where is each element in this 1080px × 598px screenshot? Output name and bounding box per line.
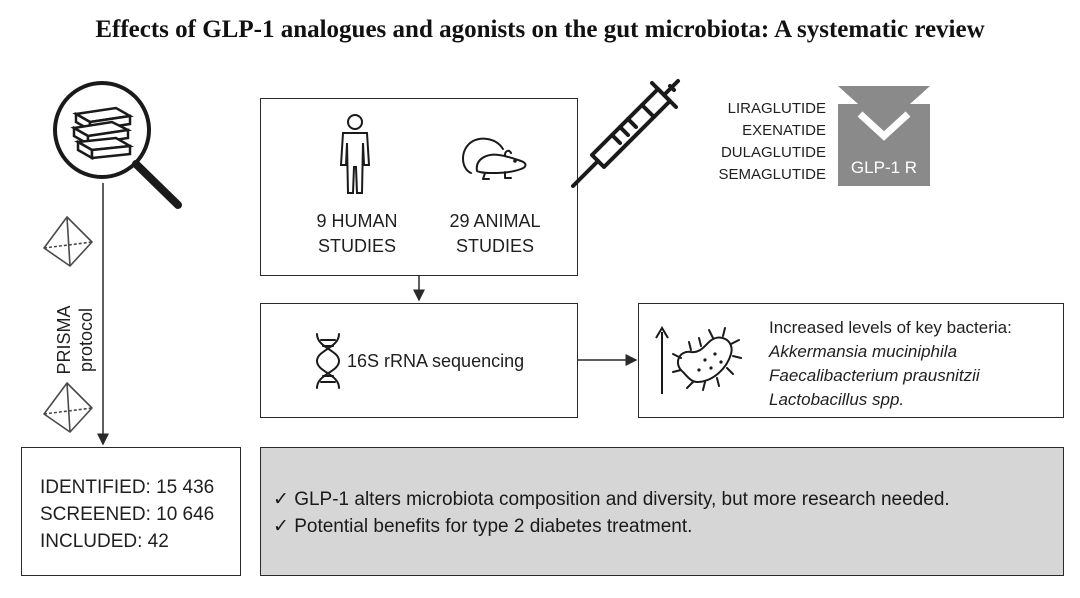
pyramid-icon [43,216,93,267]
animal-studies-label: 29 ANIMAL STUDIES [425,209,565,259]
diagram-title: Effects of GLP-1 analogues and agonists … [95,16,985,43]
receptor-label: GLP-1 R [850,158,918,177]
sequencing-box: 16S rRNA sequencing [260,303,578,418]
prisma-label-line: PRISMA [54,305,74,375]
bacterium-icon [672,327,742,391]
person-icon [339,114,371,194]
conclusions-box: ✓ GLP-1 alters microbiota composition an… [260,447,1064,576]
counts-text: IDENTIFIED: 15 436 SCREENED: 10 646 INCL… [40,474,214,555]
bacteria-heading: Increased levels of key bacteria: [769,318,1012,337]
drug-name: DULAGLUTIDE [720,144,826,161]
animal-studies-line: STUDIES [455,236,534,256]
conclusions-text: ✓ GLP-1 alters microbiota composition an… [273,486,950,540]
dna-icon [315,333,341,389]
prisma-label-line: protocol [76,307,96,373]
drug-name: SEMAGLUTIDE [718,166,826,183]
bacteria-text: Increased levels of key bacteria: Akkerm… [769,316,1012,412]
human-studies-line: STUDIES [317,236,396,256]
human-studies-line: 9 HUMAN [316,211,398,231]
drug-list: LIRAGLUTIDE EXENATIDE DULAGLUTIDE SEMAGL… [680,98,826,186]
human-studies-label: 9 HUMAN STUDIES [287,209,427,259]
syringe-icon [571,79,680,188]
books-magnifier-icon [53,81,182,209]
drug-name: EXENATIDE [742,122,826,139]
included-count: INCLUDED: 42 [40,531,169,552]
screened-count: SCREENED: 10 646 [40,504,215,525]
drug-name: LIRAGLUTIDE [727,100,826,117]
bacteria-box: Increased levels of key bacteria: Akkerm… [638,303,1064,418]
identified-count: IDENTIFIED: 15 436 [40,477,215,498]
conclusion-item: ✓ Potential benefits for type 2 diabetes… [273,516,693,537]
receptor-icon [838,86,930,186]
prisma-label: PRISMA protocol [30,290,110,375]
pyramid-icon [43,382,93,433]
prisma-counts-box: IDENTIFIED: 15 436 SCREENED: 10 646 INCL… [21,447,241,576]
conclusion-item: ✓ GLP-1 alters microbiota composition an… [273,489,950,510]
bacteria-species: Akkermansia muciniphila [769,342,958,361]
bacteria-species: Lactobacillus spp. [769,390,905,409]
rat-icon [462,137,527,180]
animal-studies-line: 29 ANIMAL [449,211,541,231]
sequencing-label: 16S rRNA sequencing [347,351,525,371]
studies-box: 9 HUMAN STUDIES 29 ANIMAL STUDIES [260,98,578,276]
bacteria-species: Faecalibacterium prausnitzii [769,366,980,385]
up-arrow-icon [655,326,669,394]
